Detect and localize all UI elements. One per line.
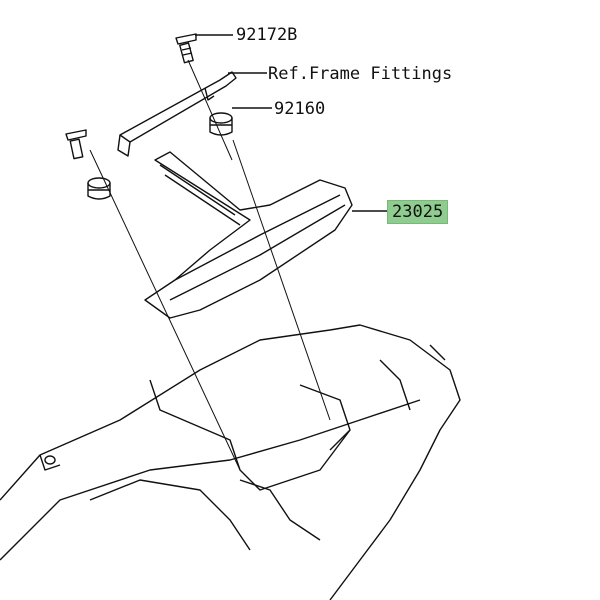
frame-bracket <box>117 71 237 157</box>
bolt-92172b <box>175 33 197 64</box>
callout-92172b[interactable]: 92172B <box>236 25 298 45</box>
callout-92160[interactable]: 92160 <box>274 99 326 119</box>
callout-frame-fittings[interactable]: Ref.Frame Fittings <box>268 64 453 84</box>
rear-fender <box>0 324 461 600</box>
assembly-axes <box>89 59 331 471</box>
grommet-left <box>87 177 111 200</box>
grommet-92160 <box>209 112 233 136</box>
callout-23025-highlighted[interactable]: 23025 <box>387 200 449 224</box>
bolt-left <box>65 129 87 160</box>
leader-lines <box>195 34 390 212</box>
tail-light-23025 <box>144 151 353 319</box>
